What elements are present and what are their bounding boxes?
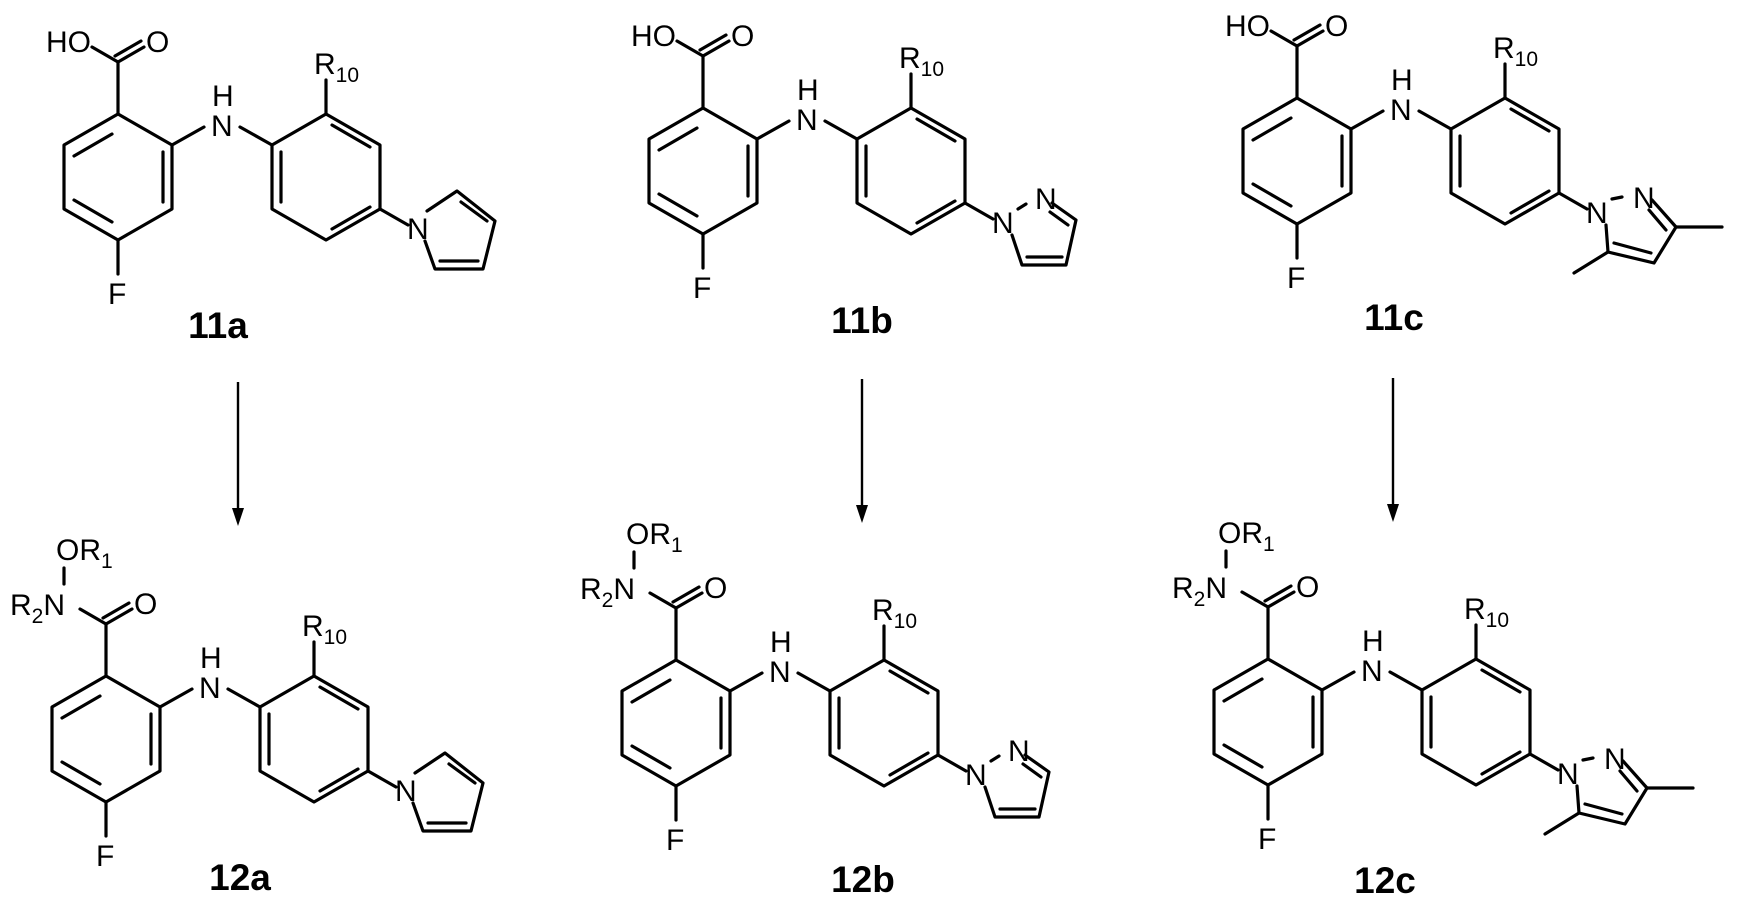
atom-h: H <box>770 626 792 659</box>
atom-h: H <box>200 642 222 675</box>
atom-f: F <box>1287 262 1305 295</box>
atom-n: N <box>796 104 818 137</box>
atom-o: O <box>704 572 727 605</box>
atom-n: N <box>1390 94 1412 127</box>
atom-o: O <box>731 20 754 53</box>
atom-r10: R10 <box>899 42 944 81</box>
atom-n1-pyrazole: N <box>1586 197 1608 230</box>
atom-n2-pyrazole: N <box>1035 183 1057 216</box>
atom-r2n: R2N <box>580 573 635 612</box>
atom-o: O <box>1325 10 1348 43</box>
label-11a: 11a <box>188 305 248 346</box>
atom-ho: HO <box>1225 10 1270 43</box>
atom-n-pyrrole: N <box>395 775 417 808</box>
atom-f: F <box>666 824 684 857</box>
label-12a: 12a <box>209 857 271 898</box>
reaction-arrow-a <box>232 382 244 526</box>
compound-11a: HO O H N F R10 N <box>46 26 497 311</box>
atom-n: N <box>211 110 233 143</box>
label-11c: 11c <box>1364 297 1424 338</box>
label-12c: 12c <box>1354 860 1416 901</box>
compound-12a: OR1 R2N O H N F R10 N <box>10 534 485 873</box>
atom-o: O <box>134 588 157 621</box>
atom-o: O <box>1296 571 1319 604</box>
compound-12c: OR1 R2N O H N F R10 N N <box>1172 517 1695 856</box>
atom-r10: R10 <box>302 610 347 649</box>
atom-r2n: R2N <box>10 589 65 628</box>
atom-or1: OR1 <box>1218 517 1275 556</box>
atom-f: F <box>1258 823 1276 856</box>
atom-r10: R10 <box>1464 593 1509 632</box>
compound-11b: HO O H N F R10 N N <box>631 20 1078 305</box>
reaction-arrow-c <box>1387 378 1399 522</box>
atom-n1-pyrazole: N <box>992 207 1014 240</box>
label-12b: 12b <box>831 859 895 900</box>
atom-ho: HO <box>46 26 91 59</box>
compound-11c: HO O H N F R10 N N <box>1225 10 1724 295</box>
atom-n1-pyrazole: N <box>1557 758 1579 791</box>
atom-n2-pyrazole: N <box>1008 735 1030 768</box>
atom-n1-pyrazole: N <box>965 759 987 792</box>
atom-h: H <box>1362 625 1384 658</box>
atom-r10: R10 <box>872 594 917 633</box>
atom-h: H <box>797 74 819 107</box>
atom-ho: HO <box>631 20 676 53</box>
atom-o: O <box>146 26 169 59</box>
atom-n2-pyrazole: N <box>1633 182 1655 215</box>
atom-r10: R10 <box>1493 32 1538 71</box>
atom-n: N <box>769 656 791 689</box>
atom-or1: OR1 <box>56 534 113 573</box>
atom-h: H <box>1391 64 1413 97</box>
atom-h: H <box>212 80 234 113</box>
atom-n: N <box>1361 655 1383 688</box>
atom-f: F <box>96 840 114 873</box>
label-11b: 11b <box>831 300 893 341</box>
atom-f: F <box>693 272 711 305</box>
compound-12b: OR1 R2N O H N F R10 N N <box>580 518 1051 857</box>
atom-or1: OR1 <box>626 518 683 557</box>
atom-n2-pyrazole: N <box>1604 743 1626 776</box>
reaction-arrow-b <box>856 379 868 523</box>
atom-f: F <box>108 278 126 311</box>
atom-r2n: R2N <box>1172 572 1227 611</box>
atom-r10: R10 <box>314 48 359 87</box>
atom-n-pyrrole: N <box>407 213 429 246</box>
atom-n: N <box>199 672 221 705</box>
